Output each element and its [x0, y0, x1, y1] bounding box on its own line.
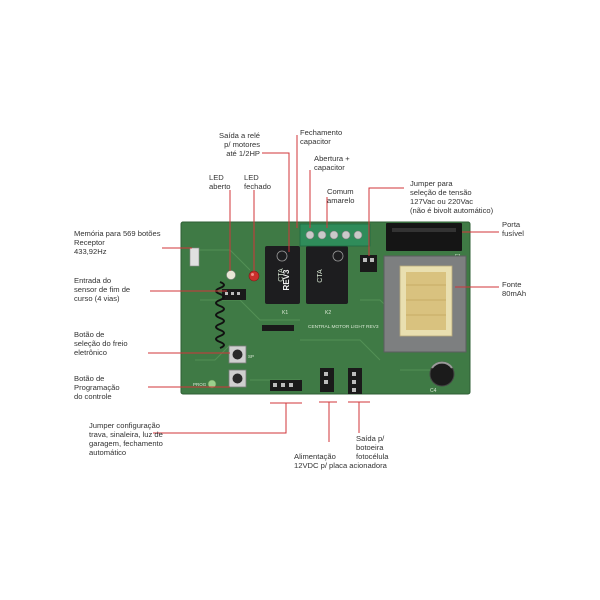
header-strip [262, 325, 294, 331]
silk-sp: SP [248, 354, 254, 359]
leader-relay-output [262, 152, 290, 252]
label-config-jumper: Jumper configuração trava, sinaleira, lu… [89, 421, 163, 457]
silk-cap: C4 [430, 388, 437, 394]
leader-voltage-jumper [368, 187, 404, 256]
label-fuse-holder: Porta fusível [502, 220, 524, 238]
voltage-jumper [360, 255, 377, 272]
label-photocell-output: Saída p/ botoeira fotocélula [356, 434, 389, 461]
label-limit-input: Entrada do sensor de fim de curso (4 via… [74, 276, 131, 303]
label-opening-cap: Abertura + capacitor [314, 154, 350, 172]
label-closing-cap: Fechamento capacitor [300, 128, 343, 146]
label-voltage-jumper: Jumper para seleção de tensão 127Vac ou … [410, 179, 494, 215]
label-relay-output: Saída a relé p/ motores até 1/2HP [219, 131, 260, 158]
relay-brand-2: CTA [317, 269, 324, 283]
config-jumper [270, 380, 302, 391]
prog-button [228, 369, 247, 388]
leader-lines [148, 135, 499, 442]
relay-k1 [265, 246, 300, 304]
antenna-coil [215, 281, 225, 349]
label-common: Comum amarelo [327, 187, 355, 205]
leader-power-input [319, 401, 337, 442]
fuse-holder [386, 223, 462, 251]
terminal-block [299, 223, 371, 247]
label-power-supply: Fonte 80mAh [502, 280, 527, 298]
label-prog-button: Botão de Programação do controle [74, 374, 120, 401]
label-led-open: LED aberto [209, 173, 231, 191]
capacitor [429, 361, 455, 387]
photocell-connector [348, 368, 362, 394]
relay-brand-1: CTA [278, 268, 285, 282]
label-led-closed: LED fechado [244, 173, 272, 191]
led-prog [207, 379, 217, 389]
leader-photocell [348, 401, 370, 433]
silk-prog: PROG [193, 382, 207, 387]
label-power-input: Alimentação 12VDC p/ placa acionadora [294, 452, 387, 470]
led-open [226, 270, 236, 280]
leader-config-jumper [153, 402, 302, 434]
relay-k2 [306, 246, 348, 304]
label-memory: Memória para 569 botões Receptor 433,92H… [74, 229, 161, 256]
label-brake-button: Botão de seleção do freio eletrônico [74, 330, 128, 357]
transformer [383, 255, 467, 353]
silk-board-title: CENTRAL MOTOR LIGHT REV3 [308, 324, 379, 330]
relay-rev-label: REV3 [282, 269, 291, 290]
led-closed [248, 270, 260, 282]
silk-k1: K1 [282, 310, 288, 316]
receiver-connector [189, 247, 200, 267]
brake-button [228, 345, 247, 364]
limit-sensor-connector [222, 289, 246, 300]
silk-k2: K2 [325, 310, 331, 316]
power-connector [320, 368, 334, 392]
